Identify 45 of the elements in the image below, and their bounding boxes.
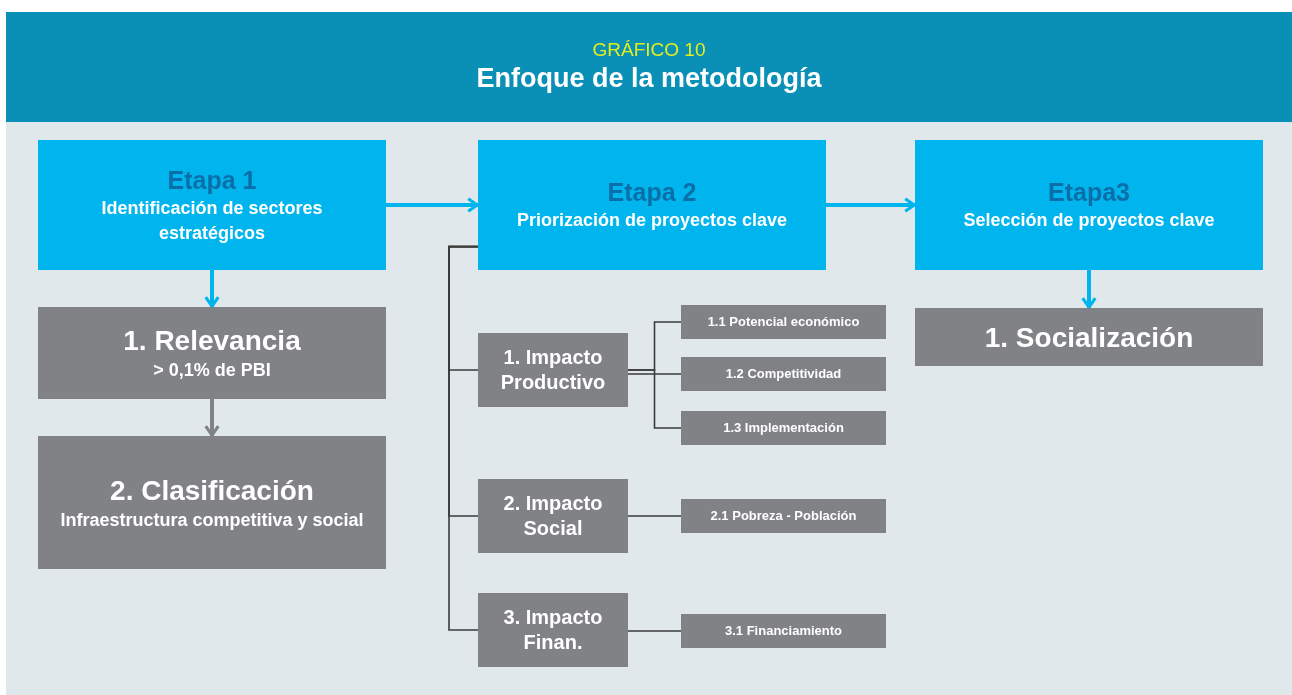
result-box [38, 307, 386, 399]
node-heading: 1. Socialización [984, 320, 1194, 355]
result-box [38, 436, 386, 569]
node-heading: 1. Relevancia [123, 324, 301, 359]
result-box [915, 308, 1263, 366]
stage-box [915, 140, 1263, 270]
connector-line [627, 515, 682, 517]
node-text: Priorización de proyectos clave [516, 209, 788, 233]
stage-box [478, 140, 826, 270]
arrow [386, 197, 479, 213]
node-text: Selección de proyectos clave [963, 209, 1215, 233]
connector-line [627, 630, 682, 632]
arrow [826, 197, 916, 213]
node-heading: 1. Impacto Productivo [499, 345, 607, 395]
node-text: > 0,1% de PBI [153, 359, 271, 383]
arrow [204, 270, 220, 308]
node-heading: 1.3 Implementación [723, 419, 844, 437]
connector-line [448, 245, 479, 631]
node-heading: Etapa 1 [167, 164, 257, 196]
connector-line [627, 369, 682, 429]
criterion-box [478, 479, 628, 553]
figure-number: GRÁFICO 10 [592, 38, 706, 62]
sub-criterion-box [681, 614, 886, 648]
arrow [204, 399, 220, 437]
title: Enfoque de la metodología [476, 62, 822, 95]
connector-line [627, 373, 682, 375]
node-heading: Etapa3 [1048, 177, 1130, 208]
node-text: Infraestructura competitiva y social [60, 508, 364, 532]
node-heading: 2. Impacto Social [502, 491, 604, 541]
criterion-box [478, 593, 628, 667]
node-heading: 2. Clasificación [110, 473, 314, 508]
criterion-box [478, 333, 628, 407]
node-text: Identificación de sectores estratégicos [100, 196, 324, 245]
node-heading: 1.2 Competitividad [725, 365, 842, 383]
node-heading: 2.1 Pobreza - Población [710, 507, 857, 525]
node-heading: 1.1 Potencial económico [707, 313, 860, 331]
sub-criterion-box [681, 357, 886, 391]
arrow [1081, 270, 1097, 309]
node-heading: 3.1 Financiamiento [724, 622, 842, 640]
node-heading: Etapa 2 [607, 177, 697, 208]
node-heading: 3. Impacto Finan. [502, 605, 604, 655]
stage-box [38, 140, 386, 270]
sub-criterion-box [681, 499, 886, 533]
sub-criterion-box [681, 411, 886, 445]
sub-criterion-box [681, 305, 886, 339]
